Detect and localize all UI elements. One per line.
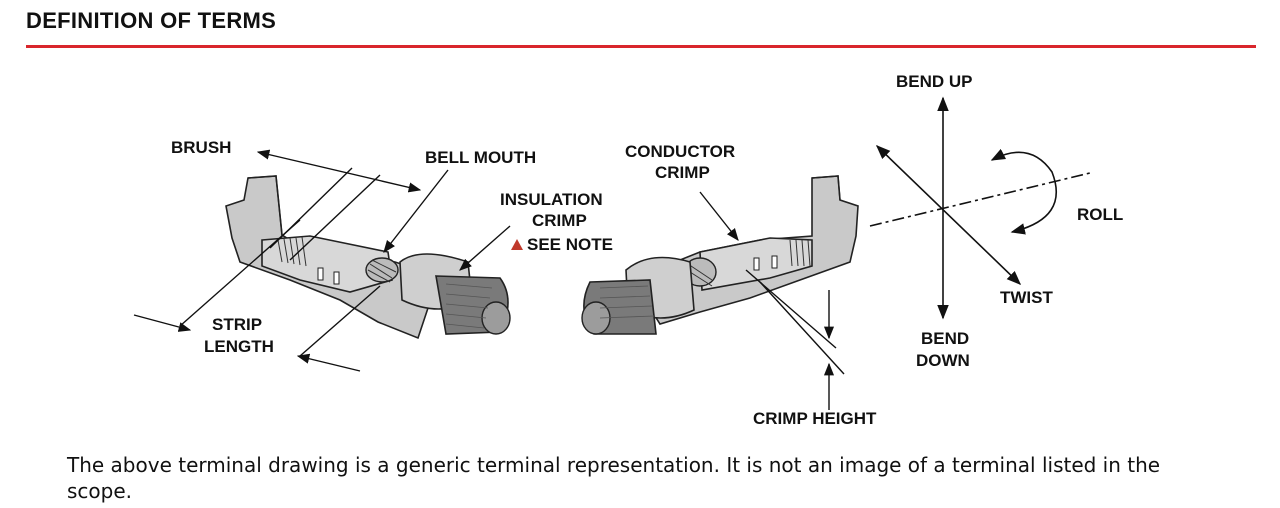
roll-arc bbox=[990, 148, 1057, 235]
twist-axis bbox=[875, 145, 1022, 285]
label-brush: BRUSH bbox=[171, 138, 231, 157]
note-marker-icon bbox=[511, 239, 523, 250]
right-terminal-illustration bbox=[581, 175, 859, 335]
label-bend: BEND bbox=[921, 329, 969, 348]
left-terminal-illustration bbox=[225, 175, 511, 340]
title-rule bbox=[26, 45, 1256, 48]
brush-dimension-line bbox=[256, 149, 422, 193]
label-length: LENGTH bbox=[204, 337, 274, 356]
conductor-crimp-leader bbox=[699, 191, 739, 241]
label-insulation: INSULATION bbox=[500, 190, 603, 209]
roll-axis bbox=[869, 172, 1091, 227]
label-bend-up: BEND UP bbox=[896, 72, 973, 91]
left-conductor-barrel bbox=[261, 235, 393, 293]
label-twist: TWIST bbox=[1000, 288, 1053, 307]
page-title: DEFINITION OF TERMS bbox=[26, 8, 277, 33]
label-crimp-height: CRIMP HEIGHT bbox=[753, 409, 877, 428]
label-conductor: CONDUCTOR bbox=[625, 142, 735, 161]
label-roll: ROLL bbox=[1077, 205, 1123, 224]
caption-text: The above terminal drawing is a generic … bbox=[67, 453, 1161, 503]
strip-length-dimension-line bbox=[133, 314, 192, 332]
bell-mouth-leader bbox=[383, 169, 449, 253]
label-down: DOWN bbox=[916, 351, 970, 370]
label-insulation-crimp: CRIMP bbox=[532, 211, 587, 230]
label-conductor-crimp: CRIMP bbox=[655, 163, 710, 182]
label-strip: STRIP bbox=[212, 315, 262, 334]
label-see-note: SEE NOTE bbox=[527, 235, 613, 254]
label-bell-mouth: BELL MOUTH bbox=[425, 148, 536, 167]
insulation-crimp-leader bbox=[459, 225, 511, 271]
